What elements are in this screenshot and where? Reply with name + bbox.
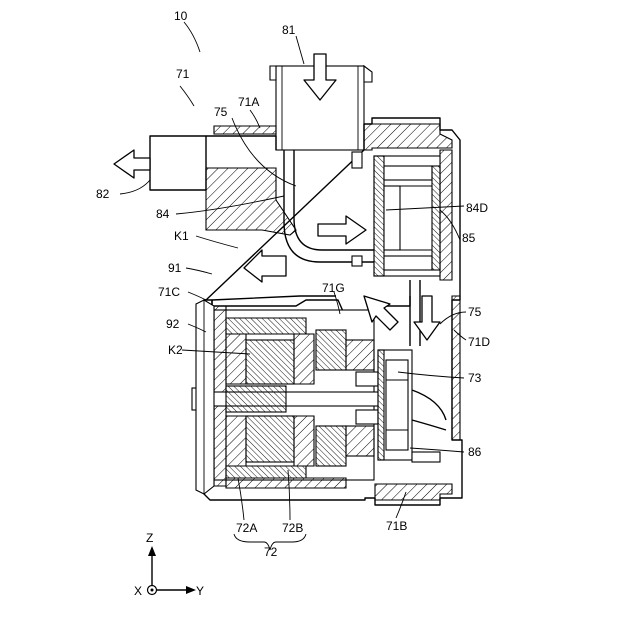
arrow-outlet-left [114, 150, 150, 178]
top-lip-71A [214, 126, 276, 134]
label-K2: K2 [168, 343, 183, 357]
y-axis-arrowhead [186, 586, 196, 594]
label-10: 10 [174, 9, 188, 23]
label-75-lower: 75 [468, 305, 482, 319]
fan-73 [378, 350, 446, 462]
label-K1: K1 [174, 229, 189, 243]
arrow-into-impeller [318, 216, 366, 244]
outlet-duct [150, 136, 206, 190]
z-axis-arrowhead [148, 546, 156, 556]
inner-duct-84 [284, 150, 376, 266]
label-81: 81 [282, 23, 296, 37]
arrow-down-right [414, 296, 440, 340]
coordinate-axes: Z Y X [134, 531, 204, 598]
label-75-upper: 75 [214, 105, 228, 119]
label-71G: 71G [322, 281, 345, 295]
label-71A: 71A [238, 95, 259, 109]
label-71: 71 [176, 67, 190, 81]
label-91: 91 [168, 261, 182, 275]
axis-label-y: Y [196, 584, 204, 598]
label-85: 85 [462, 231, 476, 245]
label-72B: 72B [282, 521, 303, 535]
label-71C: 71C [158, 285, 180, 299]
right-wall-upper [364, 124, 452, 150]
label-82: 82 [96, 187, 110, 201]
label-71D: 71D [468, 335, 490, 349]
label-73: 73 [468, 371, 482, 385]
label-72A: 72A [236, 521, 257, 535]
label-86: 86 [468, 445, 482, 459]
axis-label-x: X [134, 584, 142, 598]
label-71B: 71B [386, 519, 407, 533]
left-end-92 [196, 300, 214, 494]
right-wall-71D [452, 296, 460, 440]
label-72: 72 [264, 545, 278, 559]
upper-left-wall [206, 168, 296, 235]
motor-72 [192, 306, 388, 488]
bottom-right-wall-71B [375, 484, 452, 500]
label-84D: 84D [466, 201, 488, 215]
axis-label-z: Z [146, 531, 153, 545]
label-92: 92 [166, 317, 180, 331]
right-wall-side [440, 150, 452, 280]
label-84: 84 [156, 207, 170, 221]
arrow-into-k1 [244, 250, 286, 282]
impeller-84D [374, 156, 440, 276]
